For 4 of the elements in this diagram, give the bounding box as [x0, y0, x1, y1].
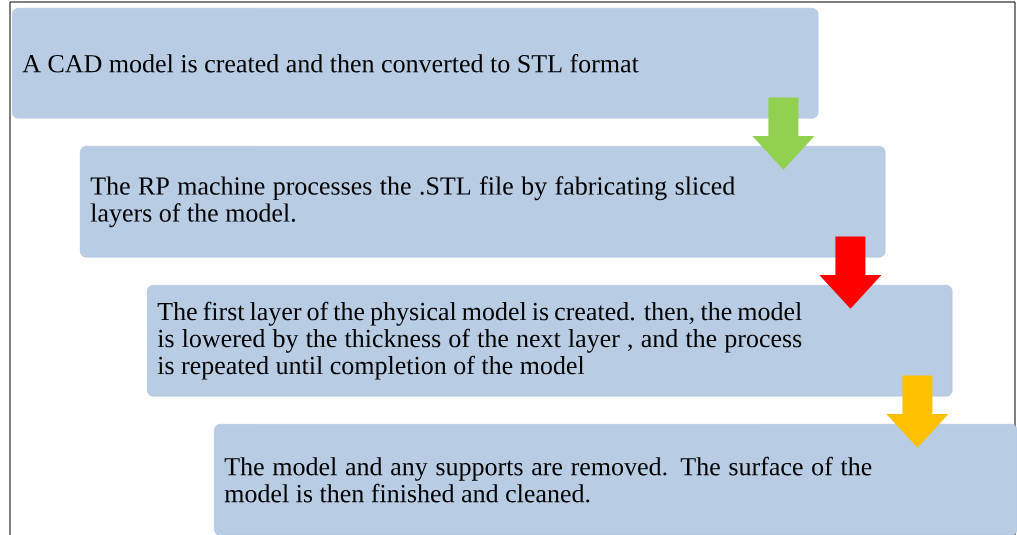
process-box: The first layer of the physical model is created. then, the model is lowered by the thickness of the next layer , and the process is repeated until completion of the model	[147, 285, 953, 397]
process-box: A CAD model is created and then converted to STL format	[12, 8, 819, 119]
process-box: The RP machine processes the .STL file by fabricating sliced layers of the model.	[80, 146, 886, 258]
process-box: The model and any supports are removed. The surface of the model is then finished and cleaned.	[214, 424, 1017, 535]
